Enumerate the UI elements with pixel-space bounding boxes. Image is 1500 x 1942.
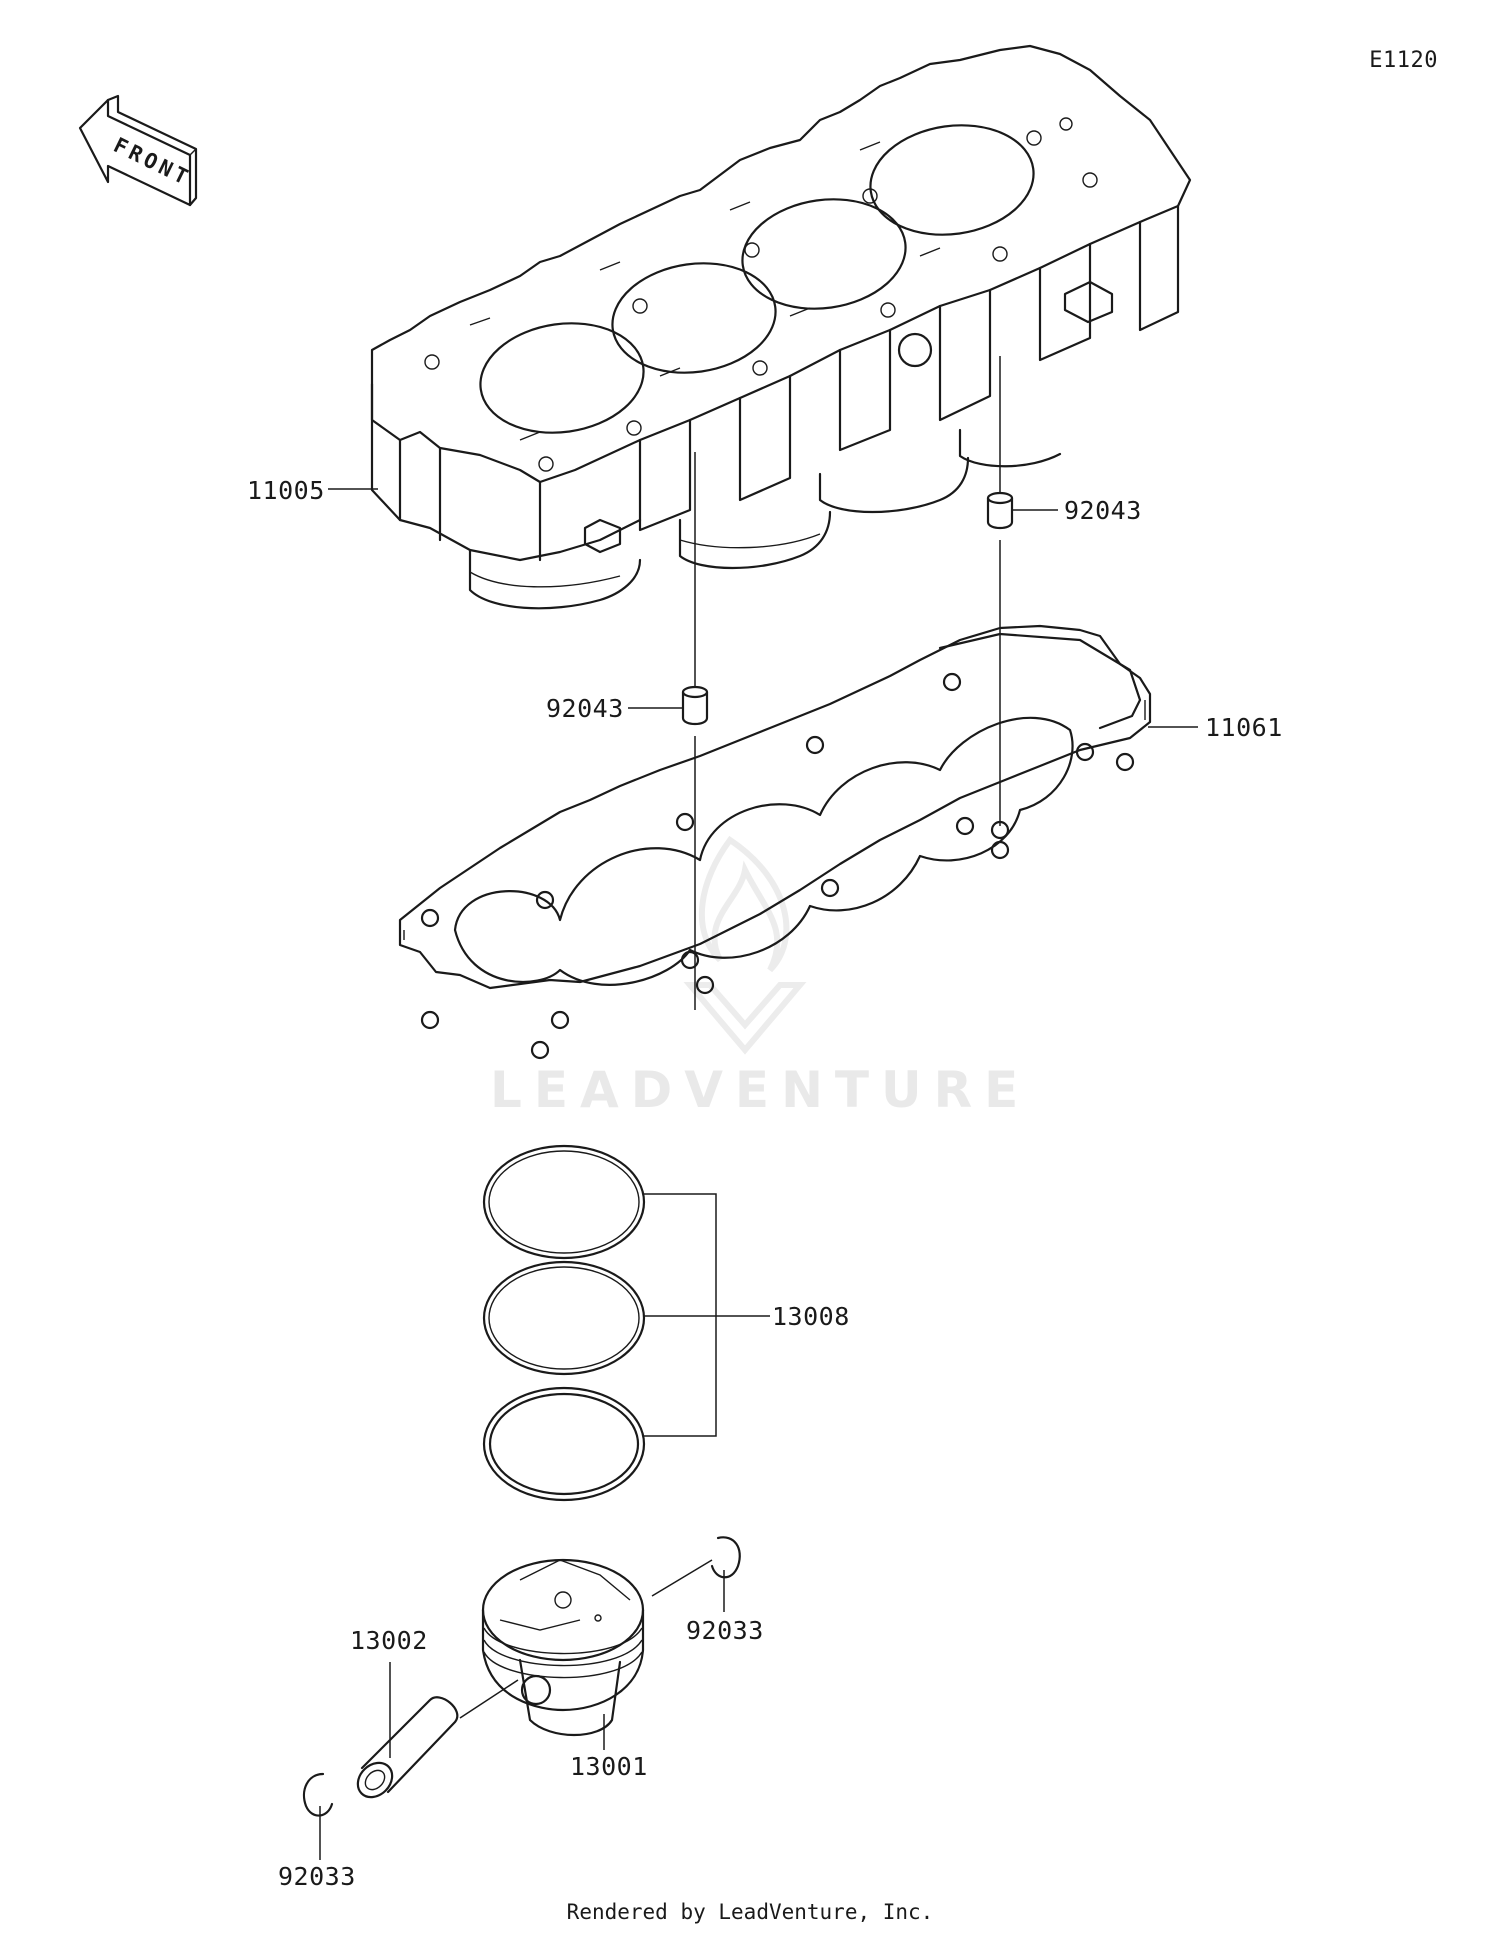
cylinder-gasket: [398, 624, 1152, 1060]
piston-ring-top: [482, 1144, 646, 1260]
callout-92033-left[interactable]: 92033: [278, 1862, 356, 1891]
piston-ring-second: [482, 1260, 646, 1376]
watermark-text: LEADVENTURE: [490, 1061, 1031, 1119]
circlip-right: [710, 1536, 741, 1579]
front-arrow-icon: [78, 94, 198, 207]
dowel-pin-right: [986, 491, 1014, 530]
cylinder-block: [370, 44, 1192, 610]
piston-ring-oil: [482, 1386, 646, 1502]
callout-92043-right[interactable]: 92043: [1064, 496, 1142, 525]
piston-pin: [356, 1696, 459, 1799]
callout-11005[interactable]: 11005: [247, 476, 325, 505]
render-credit: Rendered by LeadVenture, Inc.: [566, 1900, 934, 1924]
watermark-logo: [683, 835, 807, 1055]
piston: [481, 1558, 645, 1736]
callout-92043-left[interactable]: 92043: [546, 694, 624, 723]
callout-13002[interactable]: 13002: [350, 1626, 428, 1655]
diagram-code: E1120: [1369, 48, 1438, 73]
callout-13001[interactable]: 13001: [570, 1752, 648, 1781]
callout-11061[interactable]: 11061: [1205, 713, 1283, 742]
callout-13008[interactable]: 13008: [772, 1302, 850, 1331]
circlip-left: [302, 1772, 334, 1817]
callout-92033-right[interactable]: 92033: [686, 1616, 764, 1645]
dowel-pin-left: [681, 685, 709, 726]
